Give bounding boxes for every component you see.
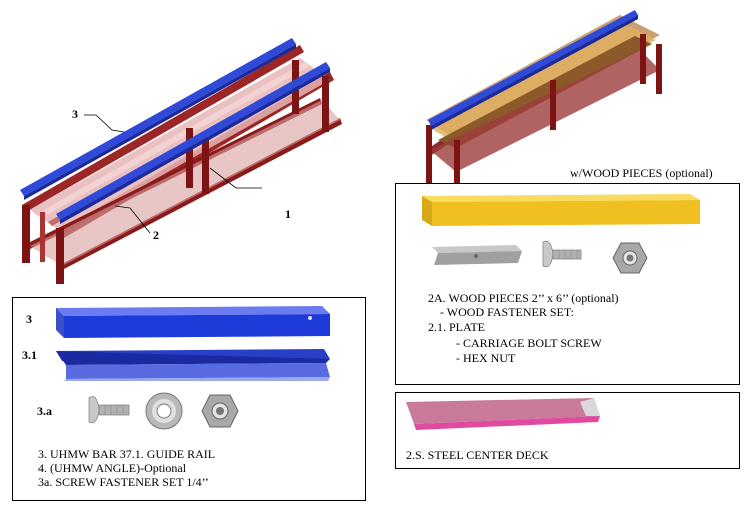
washer-icon [145, 392, 183, 430]
wood-line-plate: 2.1. PLATE [428, 320, 485, 334]
part-line-4: 4. (UHMW ANGLE)-Optional [38, 461, 187, 475]
wood-line-bolt: - CARRIAGE BOLT SCREW [456, 336, 602, 350]
wood-caption: w/WOOD PIECES (optional) [570, 166, 713, 180]
part-line-3: 3. UHMW BAR 37.1. GUIDE RAIL [38, 447, 216, 461]
hex-nut-small-icon [612, 242, 648, 274]
uhmw-angle-icon [56, 349, 330, 381]
carriage-bolt-screw-icon [542, 240, 582, 268]
part-line-3a: 3a. SCREW FASTENER SET 1/4’’ [38, 475, 209, 489]
callout-3: 3 [72, 107, 78, 121]
callout-2: 2 [153, 228, 159, 242]
wood-line-fastener: - WOOD FASTENER SET: [440, 305, 574, 319]
callout-1: 1 [285, 207, 291, 221]
wood-frame-assembly [426, 10, 662, 190]
uhmw-bar-icon [56, 306, 330, 338]
steel-deck-icon [406, 398, 600, 430]
label-3a: 3.a [37, 404, 52, 418]
deck-label: 2.S. STEEL CENTER DECK [406, 448, 549, 462]
conveyor-frame-assembly [20, 38, 342, 284]
plate-icon [432, 245, 522, 265]
wood-piece-icon [422, 194, 700, 226]
wood-line-nut: - HEX NUT [456, 351, 516, 365]
label-3: 3 [26, 312, 32, 326]
hex-nut-icon [201, 394, 239, 428]
wood-line-2a: 2A. WOOD PIECES 2’’ x 6’’ (optional) [428, 291, 619, 305]
carriage-bolt-icon [88, 396, 130, 424]
label-3-1: 3.1 [22, 348, 37, 362]
